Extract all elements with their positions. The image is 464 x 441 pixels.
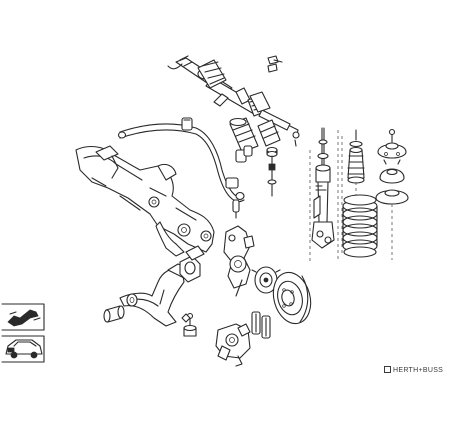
spring-seat-lower — [375, 189, 409, 205]
subframe — [75, 145, 215, 257]
brand-logo-icon — [384, 366, 391, 373]
brake-pads — [251, 311, 271, 339]
control-arm-bushing — [103, 305, 125, 323]
tie-rod-end — [267, 55, 283, 73]
steering-boot-loose — [229, 117, 259, 153]
front-axle-icon — [1, 303, 45, 331]
ball-joint — [181, 312, 197, 337]
coil-spring — [342, 194, 378, 258]
spring-seat-upper — [379, 168, 405, 184]
brake-disc — [272, 271, 312, 325]
vehicle-icon — [1, 335, 45, 363]
wheel-hub — [251, 266, 281, 294]
bellows-small — [257, 119, 281, 147]
control-arm — [119, 263, 189, 327]
brand-label: HERTH+BUSS — [384, 366, 443, 374]
brake-caliper — [215, 323, 251, 367]
steering-knuckle — [223, 225, 255, 297]
bolt-vertical — [266, 146, 278, 197]
shock-absorber — [311, 127, 335, 249]
strut-top-mount — [377, 128, 407, 165]
steering-rack-boot — [197, 59, 271, 113]
dust-cover-bump-stop — [347, 129, 365, 200]
stabilizer-bar — [117, 117, 245, 202]
control-arm-bushing-rear — [179, 245, 205, 283]
stabilizer-link — [232, 199, 240, 219]
brand-text: HERTH+BUSS — [393, 367, 444, 374]
bush-pair — [235, 145, 253, 163]
